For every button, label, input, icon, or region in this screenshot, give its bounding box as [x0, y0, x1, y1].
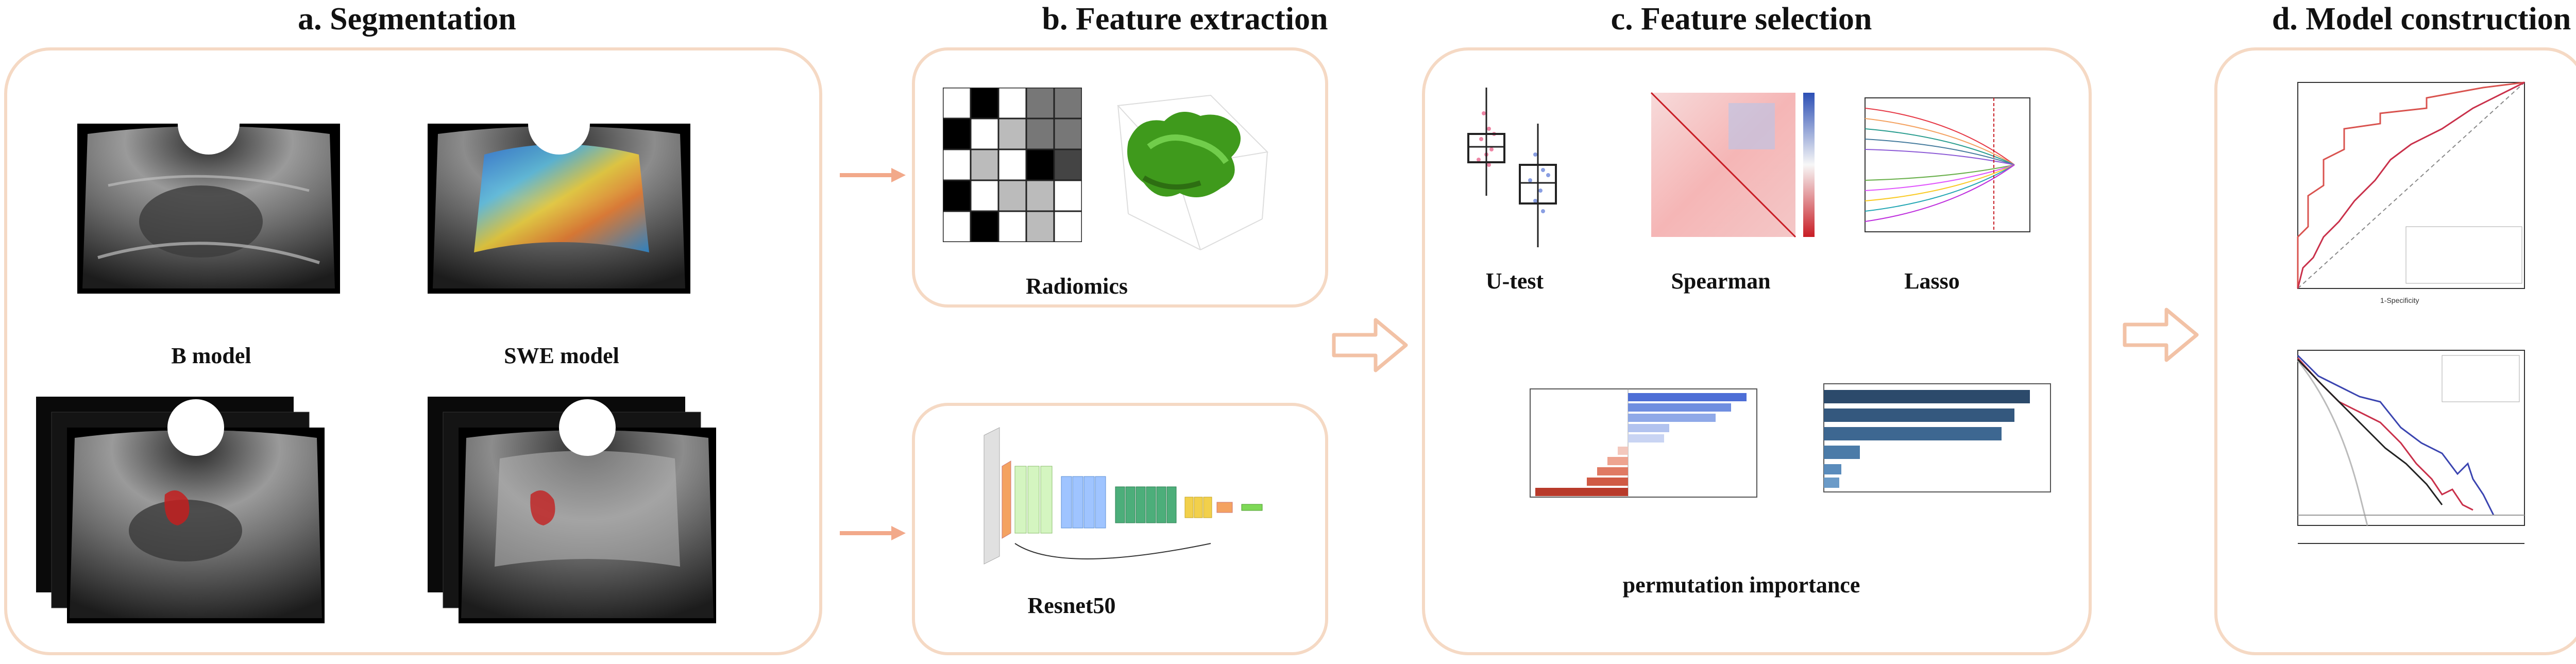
roc-xlabel: 1-Specificity [2380, 296, 2419, 304]
utest-label: U-test [1485, 268, 1544, 294]
b-model-label: B model [171, 343, 251, 368]
permutation-importance-chart [1823, 383, 2051, 492]
resnet-panel [912, 403, 1328, 655]
b-mode-roi-stack [36, 397, 325, 623]
feature-selection-title: c. Feature selection [1611, 2, 1872, 37]
arrow-to-resnet [840, 526, 906, 540]
lasso-path-plot [1865, 97, 2030, 232]
radiomics-label: Radiomics [1026, 274, 1128, 299]
resnet50-architecture [984, 427, 1263, 565]
segmentation-title: a. Segmentation [298, 2, 516, 37]
arrow-to-selection [1332, 318, 1408, 372]
arrow-to-radiomics [840, 168, 906, 182]
decision-curve-chart [2297, 350, 2525, 544]
utest-boxplot [1467, 88, 1557, 247]
permutation-importance-label: permutation importance [1622, 572, 1860, 598]
resnet50-label: Resnet50 [1027, 593, 1116, 618]
radiomics-3d-tumor [1116, 94, 1269, 250]
spearman-label: Spearman [1671, 268, 1771, 294]
model-construction-title: d. Model construction [2272, 2, 2571, 37]
feature-extraction-title: b. Feature extraction [1042, 2, 1328, 37]
swe-roi-stack [428, 397, 716, 623]
b-mode-ultrasound-image [77, 124, 340, 294]
swe-model-label: SWE model [504, 343, 619, 368]
arrow-to-model [2123, 308, 2199, 362]
importance-coefficient-chart [1530, 388, 1757, 498]
roc-curve-chart [2297, 81, 2525, 289]
swe-ultrasound-image [428, 124, 690, 294]
spearman-heatmap [1650, 92, 1815, 238]
radiomics-texture-grid [943, 88, 1082, 242]
lasso-label: Lasso [1904, 268, 1960, 294]
